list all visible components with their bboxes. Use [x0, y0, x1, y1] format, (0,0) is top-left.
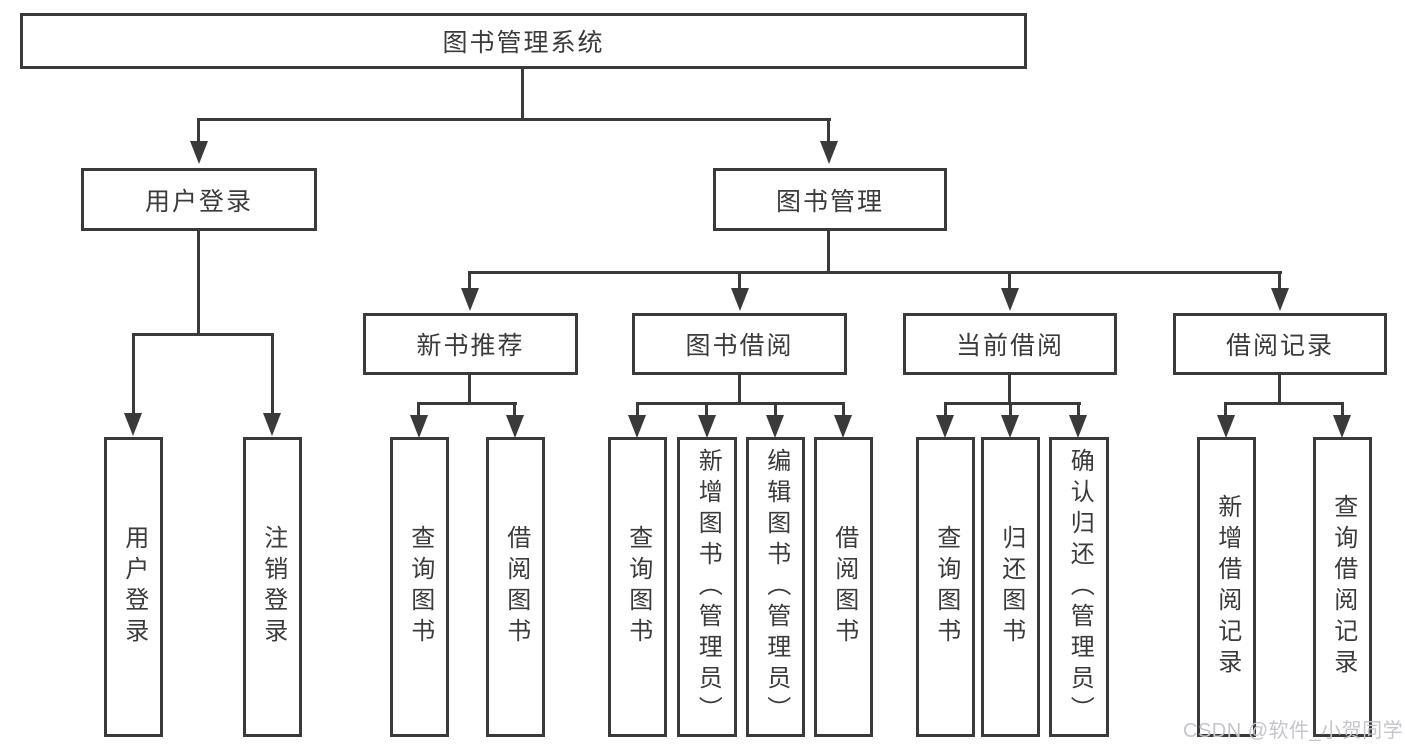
connector-line	[417, 402, 420, 417]
node-current-borrowing: 当前借阅	[903, 313, 1117, 375]
connector-line	[197, 118, 200, 142]
connector-line	[468, 271, 1282, 274]
node-book-borrowing-label: 图书借阅	[685, 332, 794, 360]
arrow-down-icon	[820, 141, 838, 164]
connector-line	[774, 402, 777, 417]
connector-line	[468, 375, 471, 405]
leaf-logout: 注销登录	[243, 437, 302, 737]
node-root-label: 图书管理系统	[442, 29, 605, 57]
connector-line	[513, 402, 516, 417]
connector-line	[705, 402, 708, 417]
leaf-add-books-admin: 新增图书（管理员）	[677, 437, 737, 737]
leaf-query-books-current-label: 查询图书	[932, 525, 960, 649]
node-current-borrowing-label: 当前借阅	[955, 332, 1064, 360]
leaf-query-borrow-record-label: 查询借阅记录	[1329, 494, 1357, 680]
node-book-management-label: 图书管理	[775, 187, 884, 216]
leaf-query-borrow-record: 查询借阅记录	[1313, 437, 1372, 737]
node-new-book-recommend-label: 新书推荐	[416, 332, 525, 360]
node-borrow-records-label: 借阅记录	[1225, 332, 1334, 360]
leaf-borrow-books-recommend: 借阅图书	[486, 437, 545, 737]
connector-line	[1341, 402, 1344, 417]
leaf-query-books-borrowing: 查询图书	[608, 437, 667, 737]
connector-line	[1278, 375, 1281, 405]
arrow-down-icon	[766, 415, 784, 438]
node-book-borrowing: 图书借阅	[632, 313, 847, 375]
connector-line	[636, 402, 845, 405]
connector-line	[1009, 402, 1012, 417]
leaf-return-books-label: 归还图书	[997, 525, 1025, 649]
connector-line	[1224, 402, 1344, 405]
connector-line	[521, 68, 524, 119]
leaf-borrow-books-label: 借阅图书	[830, 525, 858, 649]
leaf-query-books-borrowing-label: 查询图书	[624, 525, 652, 649]
node-new-book-recommend: 新书推荐	[363, 313, 578, 375]
node-book-management: 图书管理	[713, 168, 947, 231]
connector-line	[197, 118, 831, 121]
arrow-down-icon	[506, 415, 524, 438]
connector-line	[1077, 402, 1080, 417]
arrow-down-icon	[1001, 288, 1019, 311]
connector-line	[1224, 402, 1227, 417]
connector-line	[1278, 271, 1281, 290]
leaf-edit-books-admin-label: 编辑图书（管理员）	[762, 447, 790, 727]
leaf-borrow-books: 借阅图书	[814, 437, 873, 737]
leaf-return-books: 归还图书	[981, 437, 1040, 737]
arrow-down-icon	[936, 415, 954, 438]
connector-line	[468, 271, 471, 290]
connector-line	[827, 118, 830, 142]
connector-line	[132, 333, 274, 336]
arrow-down-icon	[1001, 415, 1019, 438]
arrow-down-icon	[263, 413, 281, 436]
arrow-down-icon	[190, 141, 208, 164]
node-root: 图书管理系统	[20, 13, 1027, 69]
connector-line	[636, 402, 639, 417]
leaf-logout-label: 注销登录	[259, 525, 287, 649]
node-user-login: 用户登录	[81, 168, 317, 231]
leaf-borrow-books-recommend-label: 借阅图书	[502, 525, 530, 649]
connector-line	[1008, 375, 1011, 405]
leaf-confirm-return-admin: 确认归还（管理员）	[1049, 437, 1109, 737]
connector-line	[197, 230, 200, 335]
connector-line	[738, 375, 741, 405]
node-user-login-label: 用户登录	[144, 187, 253, 216]
arrow-down-icon	[698, 415, 716, 438]
arrow-down-icon	[410, 415, 428, 438]
leaf-query-books-current: 查询图书	[916, 437, 975, 737]
arrow-down-icon	[1217, 415, 1235, 438]
leaf-add-borrow-record-label: 新增借阅记录	[1213, 494, 1241, 680]
leaf-query-books-recommend-label: 查询图书	[406, 525, 434, 649]
connector-line	[271, 333, 274, 415]
connector-line	[842, 402, 845, 417]
leaf-add-books-admin-label: 新增图书（管理员）	[694, 447, 722, 727]
connector-line	[738, 271, 741, 290]
csdn-watermark: CSDN @软件_小贺同学	[1183, 720, 1404, 742]
arrow-down-icon	[628, 415, 646, 438]
arrow-down-icon	[124, 413, 142, 436]
leaf-confirm-return-admin-label: 确认归还（管理员）	[1066, 447, 1094, 727]
leaf-user-login: 用户登录	[104, 437, 163, 737]
leaf-user-login-label: 用户登录	[120, 525, 148, 649]
node-borrow-records: 借阅记录	[1173, 313, 1387, 375]
arrow-down-icon	[461, 288, 479, 311]
leaf-query-books-recommend: 查询图书	[390, 437, 449, 737]
connector-line	[1008, 271, 1011, 290]
arrow-down-icon	[1069, 415, 1087, 438]
leaf-edit-books-admin: 编辑图书（管理员）	[746, 437, 805, 737]
connector-line	[417, 402, 517, 405]
leaf-add-borrow-record: 新增借阅记录	[1197, 437, 1256, 737]
arrow-down-icon	[1271, 288, 1289, 311]
connector-line	[827, 230, 830, 274]
arrow-down-icon	[1333, 415, 1351, 438]
connector-line	[944, 402, 1081, 405]
connector-line	[944, 402, 947, 417]
arrow-down-icon	[834, 415, 852, 438]
arrow-down-icon	[731, 288, 749, 311]
connector-line	[132, 333, 135, 415]
